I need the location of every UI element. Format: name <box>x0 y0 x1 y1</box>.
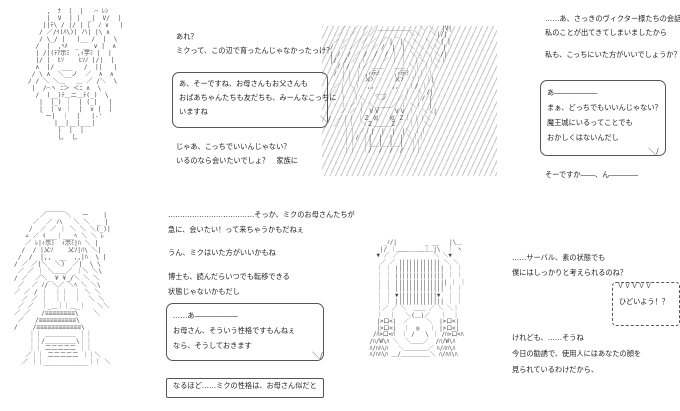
bubble-line: 魔王城にいるってことでも <box>547 118 633 127</box>
bubble-line: あ、そーですね、お母さんもお父さんも <box>179 79 308 88</box>
shout-spikes: ＶＶＶＶＶ <box>617 282 652 290</box>
narration-line: なるほど……ミクの性格は、お母さん似だと <box>173 381 317 390</box>
dialogue-line: 博士も、読んだらいつでも転移できる <box>168 272 290 281</box>
bubble-line: なら、そうしておきます <box>173 341 252 350</box>
ascii-art-character-2: ／ ／ ／ ／＿＿＿＿＿＿ ＼ ＼ |V| ／ ／ ／／ _ _ ＼＼ ＼|/|… <box>330 26 452 154</box>
bubble-line: まぁ、どっちでもいいんじゃない？ <box>547 103 662 112</box>
dialogue-line: 私のことが出てきてしまいましたから <box>545 28 667 37</box>
dialogue-line: 急に、会いたい！って来ちゃうかもだねぇ <box>168 225 304 234</box>
bubble-line: あ―――――― <box>547 88 598 97</box>
speech-bubble: あ―――――― まぁ、どっちでもいいんじゃない？ 魔王城にいるってことでも おか… <box>540 80 666 156</box>
bubble-line: お母さん、そういう性格ですもんねぇ <box>173 326 296 335</box>
dialogue-line: ……あ、さっきのヴィクター様たちの会話で <box>545 14 680 23</box>
bubble-tail: ＼/ <box>648 147 659 156</box>
bubble-line: おかしくはないんだし <box>547 133 619 142</box>
shout-line: ひどいよう！？ <box>619 297 669 306</box>
bubble-line: ……あ―――――― <box>173 311 238 320</box>
dialogue-line: けれども、……そうね <box>512 333 584 342</box>
dialogue-line: そーですか――、ん―――― <box>545 170 639 179</box>
bubble-tail: ＼/ <box>320 114 331 125</box>
shout-bubble: ＶＶＶＶＶ ひどいよう！？ <box>612 282 680 326</box>
dialogue-line: 状態じゃないかもだし <box>168 287 240 296</box>
dialogue-line: 今日の勧誘で、使用人にはあなたの顔を <box>512 349 642 358</box>
bubble-line: いますね <box>179 107 208 116</box>
dialogue-line: 僕にはしっかりと考えられるのね？ <box>512 268 628 277</box>
dialogue-line: ………………………………そっか、ミクのお母さんたちが <box>168 210 355 219</box>
speech-bubble: ……あ―――――― お母さん、そういう性格ですもんねぇ なら、そうしておきます <box>166 303 324 361</box>
dialogue-line: うん、ミクはいた方がいいかもね <box>168 248 276 257</box>
narration-box: なるほど……ミクの性格は、お母さん似だと <box>166 378 324 398</box>
dialogue-line: 私も、こっちにいた方がいいでしょうか？ <box>545 50 680 59</box>
bubble-line: おばあちゃんたちも友だちも、みーんなこっちに <box>179 93 337 102</box>
rain-hatching <box>322 26 497 176</box>
dialogue-line: 見られているわけだから、 <box>512 365 599 374</box>
ascii-art-character-4: _ﾉ/| _ __ |\＿ |/ ｜＿＿ ＿｜ |\ ｜ ヽ ▼ ／ ／￣￣￣￣… <box>369 240 466 359</box>
dialogue-line: ミクって、この辺で育ったんじゃなかったっけ？ <box>176 46 334 55</box>
speech-bubble: あ、そーですね、お母さんもお父さんも おばあちゃんたちも友だちも、みーんなこっち… <box>172 72 337 128</box>
ascii-art-character-3: ／￣￣￣＼ ー | ／ ／ ハ ＼ ＼ _ | / ／ ／ ｜ ＼ ＼ ＼(_)… <box>14 212 111 366</box>
dialogue-line: じゃあ、こっちでいいんじゃない？ <box>176 142 291 151</box>
bubble-tail: ＼/ <box>312 351 323 360</box>
dialogue-line: いるのなら会いたいでしょ？ 家族に <box>176 156 298 165</box>
dialogue-line: ……サーバル、素の状態でも <box>512 253 606 262</box>
ascii-art-character-1: , ﾅ | | ⌒ ﾚｼ | V | | _| V/ | ||ﾃ\ / |/ |… <box>28 8 124 141</box>
dialogue-line: あれ？ <box>176 32 198 41</box>
